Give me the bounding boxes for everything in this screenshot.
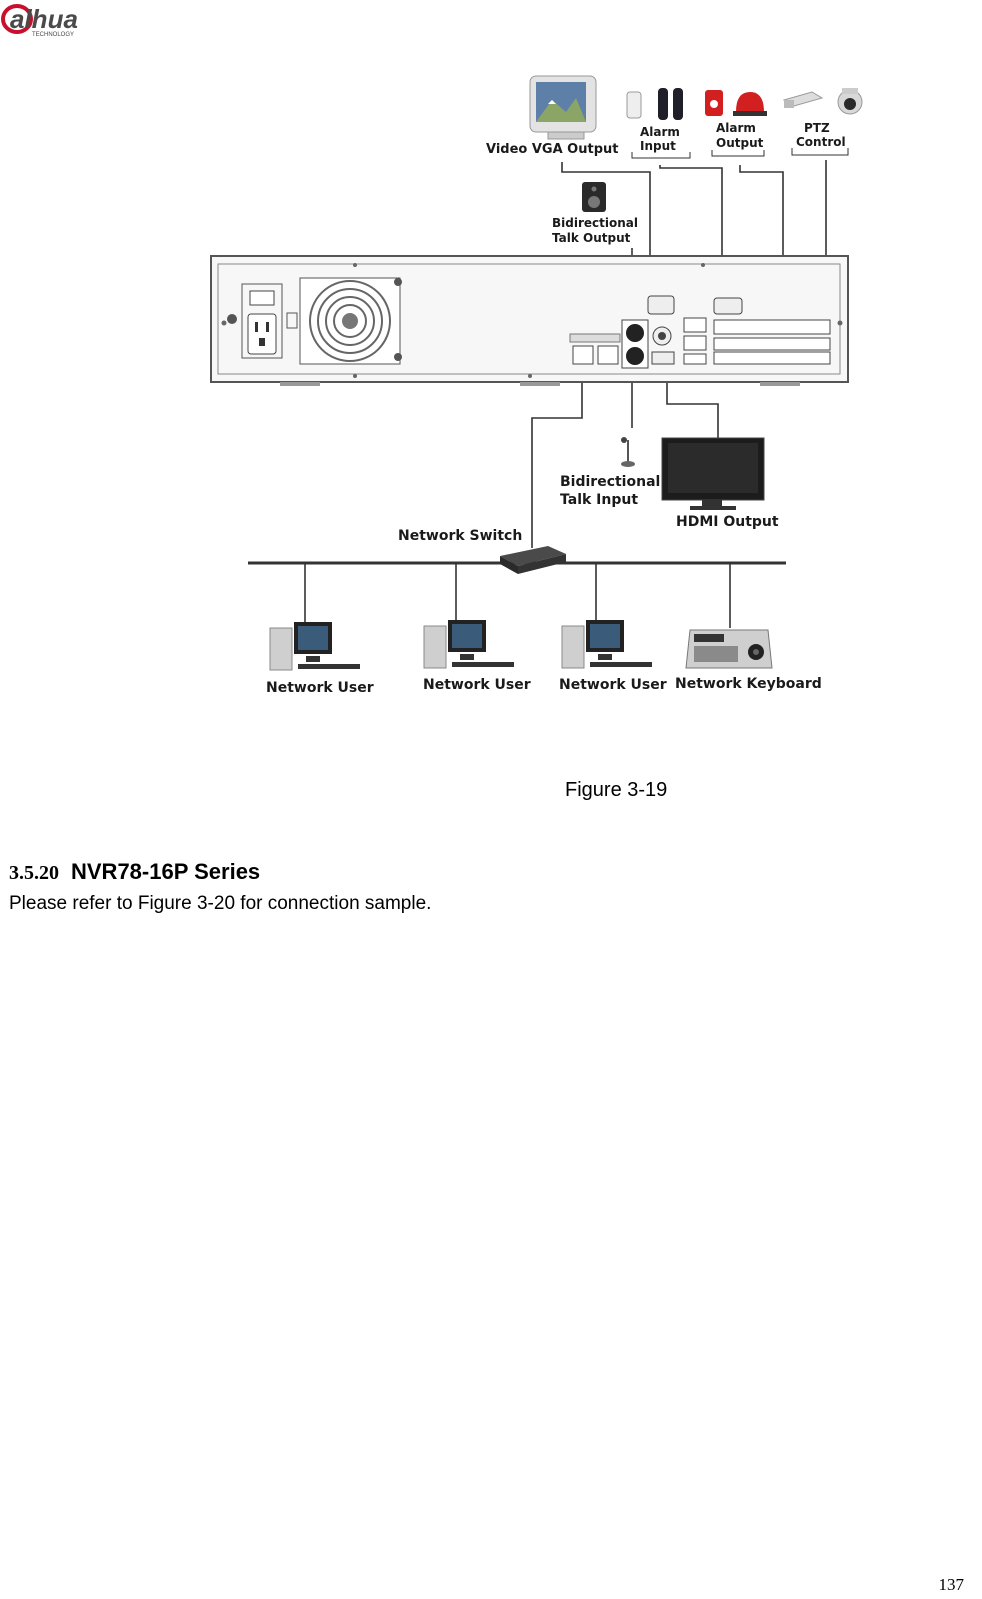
label-alarm-output-line1: Alarm: [716, 121, 756, 135]
speaker-icon: [582, 182, 606, 212]
figure-caption: Figure 3-19: [565, 779, 668, 801]
nvr-rear-panel: [210, 255, 849, 386]
label-network-switch: Network Switch: [398, 528, 522, 544]
section-number: 3.5.20: [9, 862, 59, 884]
network-user-pc-icon-2: [423, 620, 514, 669]
label-bidirectional-talk-output-line2: Talk Output: [552, 231, 631, 245]
alarm-output-icon: [705, 90, 767, 116]
network-user-pc-icon-1: [269, 622, 360, 671]
logo-text: alhua: [10, 4, 78, 34]
section-heading: 3.5.20 NVR78-16P Series: [9, 859, 260, 885]
label-video-vga-output: Video VGA Output: [486, 142, 618, 157]
page-number: 137: [938, 1575, 965, 1594]
logo-subtext: TECHNOLOGY: [32, 32, 74, 38]
label-ptz-control-line2: Control: [796, 135, 846, 149]
vga-monitor-icon: [529, 75, 597, 140]
label-alarm-input-line1: Alarm: [640, 125, 680, 139]
logo-swoosh: [1, 4, 33, 34]
ptz-camera-icon: [782, 88, 863, 115]
brand-logo: alhua TECHNOLOGY: [0, 0, 120, 40]
label-hdmi-output: HDMI Output: [676, 514, 779, 530]
label-network-user-2: Network User: [423, 677, 531, 693]
hdmi-display-icon: [661, 437, 765, 510]
label-bidirectional-talk-output-line1: Bidirectional: [552, 216, 638, 230]
connection-diagram-svg: Video VGA Output Alarm Input Alarm Outpu…: [210, 75, 863, 696]
label-ptz-control-line1: PTZ: [804, 121, 830, 135]
label-bidirectional-talk-input-line2: Talk Input: [560, 492, 638, 508]
network-keyboard-icon: [685, 629, 773, 669]
alarm-input-icon: [626, 88, 683, 120]
connection-diagram: Video VGA Output Alarm Input Alarm Outpu…: [200, 60, 880, 720]
label-alarm-output-line2: Output: [716, 136, 764, 150]
label-network-user-3: Network User: [559, 677, 667, 693]
section-title: NVR78-16P Series: [71, 859, 261, 884]
network-user-pc-icon-3: [561, 620, 652, 669]
label-alarm-input-line2: Input: [640, 139, 676, 153]
microphone-icon: [621, 437, 635, 467]
label-bidirectional-talk-input-line1: Bidirectional: [560, 474, 660, 490]
network-switch-icon: [500, 546, 566, 574]
body-paragraph: Please refer to Figure 3-20 for connecti…: [9, 893, 432, 914]
label-network-user-1: Network User: [266, 680, 374, 696]
label-network-keyboard: Network Keyboard: [675, 676, 822, 692]
